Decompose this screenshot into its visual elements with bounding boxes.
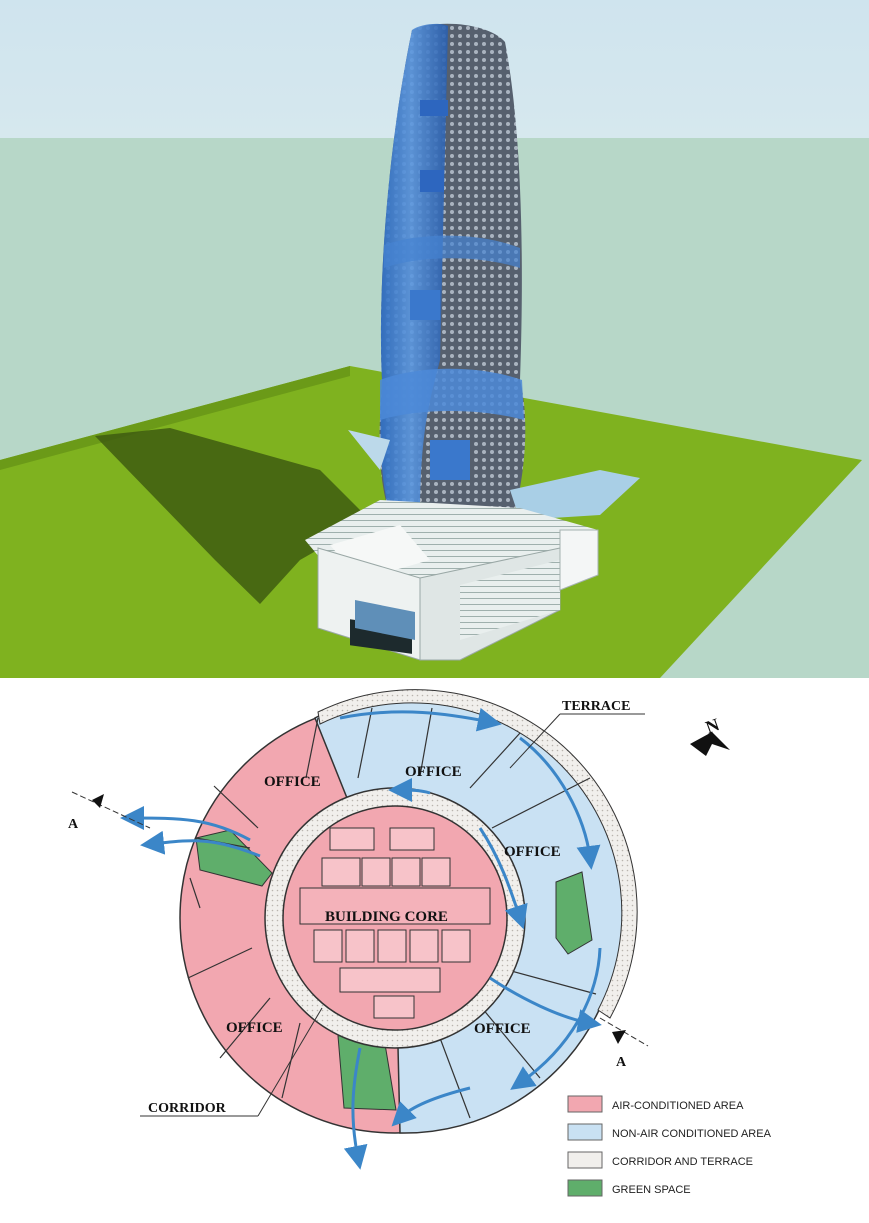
- label-office-sw: OFFICE: [226, 1020, 283, 1036]
- legend-label: AIR-CONDITIONED AREA: [612, 1100, 744, 1112]
- label-building-core: BUILDING CORE: [325, 909, 448, 925]
- label-terrace: TERRACE: [562, 699, 630, 714]
- legend-swatch: [567, 1179, 603, 1197]
- airflow-arrows: [120, 707, 602, 1170]
- tower-shadow: [95, 428, 370, 604]
- svg-text:A: A: [68, 817, 79, 832]
- legend-swatch: [567, 1151, 603, 1169]
- floor-plan: OFFICE OFFICE OFFICE OFFICE OFFICE BUILD…: [68, 689, 772, 1197]
- label-office-se: OFFICE: [474, 1021, 531, 1037]
- tower-glazing-band: [380, 368, 524, 420]
- label-office-e: OFFICE: [504, 844, 561, 860]
- canopy-wing: [348, 430, 390, 470]
- legend-swatch: [567, 1123, 603, 1141]
- legend-label: NON-AIR CONDITIONED AREA: [612, 1128, 772, 1140]
- north-arrow: N: [690, 714, 730, 756]
- label-office-nw: OFFICE: [264, 774, 321, 790]
- section-mark-right: A: [599, 1017, 649, 1070]
- label-office-n: OFFICE: [405, 764, 462, 780]
- legend: AIR-CONDITIONED AREA NON-AIR CONDITIONED …: [567, 1095, 772, 1197]
- legend-swatch: [567, 1095, 603, 1113]
- legend-label: GREEN SPACE: [612, 1184, 691, 1196]
- tower-rendering: [0, 0, 869, 678]
- legend-label: CORRIDOR AND TERRACE: [612, 1156, 753, 1168]
- core-rooms: [299, 827, 491, 1019]
- svg-text:A: A: [616, 1055, 627, 1070]
- section-mark-left: A: [68, 791, 151, 832]
- green-space-east: [555, 871, 593, 955]
- label-corridor: CORRIDOR: [148, 1101, 227, 1116]
- svg-text:N: N: [703, 714, 722, 737]
